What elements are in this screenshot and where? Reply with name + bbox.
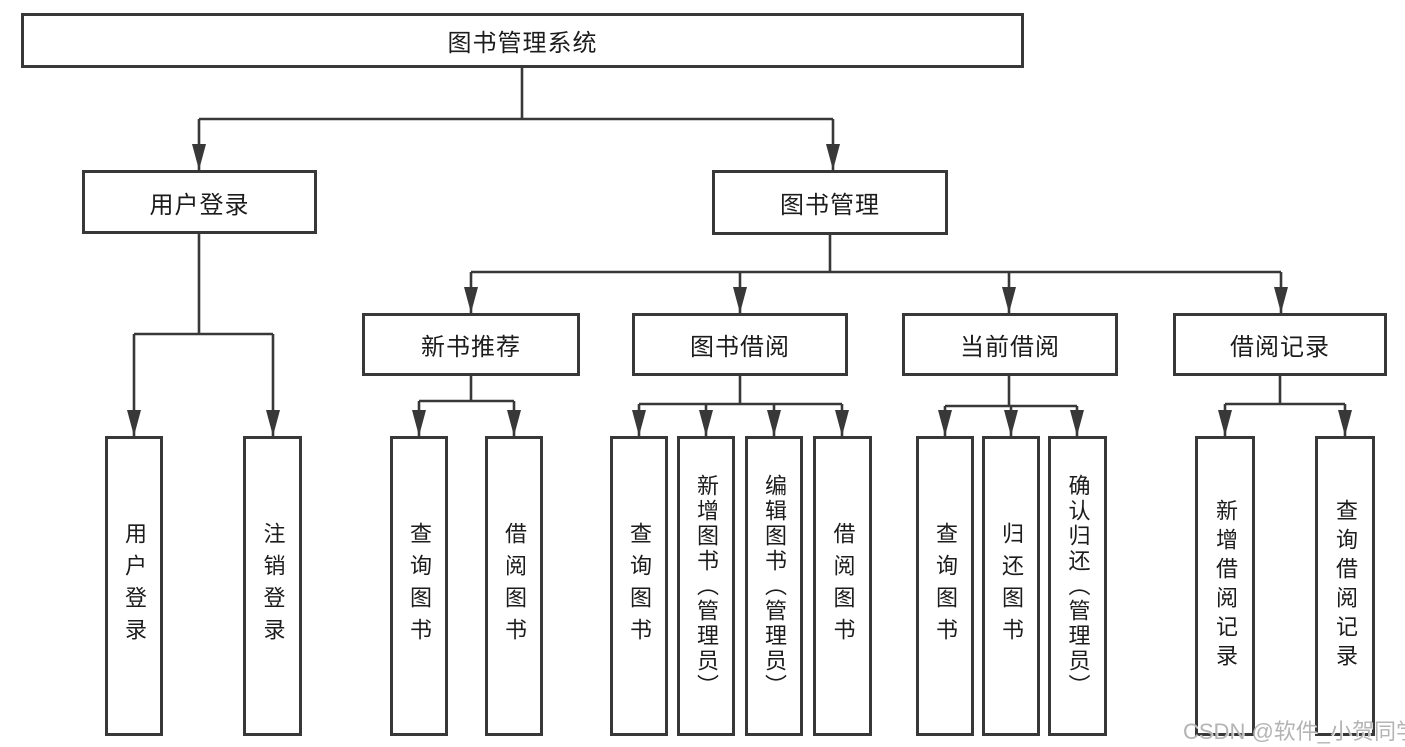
- leaf-logout-label: 注销登录: [260, 522, 286, 650]
- connectors-current-borrow: [938, 376, 1084, 436]
- leaf-query-borrow-record-label: 查询借阅记录: [1333, 499, 1358, 673]
- leaf-user-login-label: 用户登录: [122, 522, 147, 650]
- node-book-borrow: 图书借阅: [632, 313, 848, 376]
- connectors-new-book-rec: [412, 376, 521, 436]
- node-current-borrow-label: 当前借阅: [960, 334, 1060, 361]
- node-root-system: 图书管理系统: [21, 13, 1024, 68]
- leaf-add-books-admin-label: 新增图书（管理员）: [694, 473, 719, 699]
- node-book-mgmt-label: 图书管理: [780, 192, 880, 219]
- leaf-logout: 注销登录: [243, 436, 302, 736]
- leaf-add-books-admin: 新增图书（管理员）: [677, 436, 735, 736]
- leaf-borrow-borrow-books-label: 借阅图书: [830, 522, 856, 650]
- leaf-edit-books-admin-label: 编辑图书（管理员）: [762, 473, 787, 699]
- leaf-borrow-query-books: 查询图书: [610, 436, 668, 736]
- connectors-user-login: [127, 234, 280, 436]
- leaf-rec-query-books-label: 查询图书: [407, 522, 432, 650]
- leaf-rec-query-books: 查询图书: [390, 436, 448, 736]
- node-new-book-rec: 新书推荐: [362, 313, 580, 376]
- leaf-rec-borrow-books-label: 借阅图书: [502, 522, 527, 650]
- node-user-login: 用户登录: [82, 170, 317, 234]
- leaf-query-borrow-record: 查询借阅记录: [1315, 436, 1375, 736]
- leaf-cur-query-books-label: 查询图书: [933, 522, 958, 650]
- node-borrow-records-label: 借阅记录: [1230, 334, 1330, 361]
- leaf-borrow-borrow-books: 借阅图书: [813, 436, 872, 736]
- leaf-confirm-return-admin-label: 确认归还（管理员）: [1065, 473, 1091, 699]
- leaf-user-login: 用户登录: [105, 436, 163, 736]
- node-root-label: 图书管理系统: [447, 30, 598, 57]
- leaf-return-books: 归还图书: [982, 436, 1040, 736]
- node-current-borrow: 当前借阅: [902, 313, 1118, 376]
- csdn-watermark: CSDN @软件_小贺同学: [1183, 719, 1405, 744]
- leaf-rec-borrow-books: 借阅图书: [485, 436, 543, 736]
- leaf-return-books-label: 归还图书: [999, 522, 1024, 650]
- leaf-borrow-query-books-label: 查询图书: [627, 522, 652, 650]
- leaf-add-borrow-record: 新增借阅记录: [1195, 436, 1255, 736]
- leaf-confirm-return-admin: 确认归还（管理员）: [1048, 436, 1107, 736]
- connectors-book-mgmt: [464, 235, 1288, 313]
- connectors-borrow-records: [1218, 376, 1352, 436]
- connectors-root: [192, 68, 840, 170]
- connectors-book-borrow: [632, 376, 849, 436]
- leaf-cur-query-books: 查询图书: [916, 436, 974, 736]
- leaf-add-borrow-record-label: 新增借阅记录: [1213, 499, 1238, 673]
- node-book-mgmt: 图书管理: [712, 170, 948, 235]
- leaf-edit-books-admin: 编辑图书（管理员）: [745, 436, 803, 736]
- node-book-borrow-label: 图书借阅: [690, 334, 790, 361]
- node-user-login-label: 用户登录: [149, 191, 250, 219]
- node-borrow-records: 借阅记录: [1173, 313, 1387, 376]
- node-new-book-rec-label: 新书推荐: [421, 334, 521, 361]
